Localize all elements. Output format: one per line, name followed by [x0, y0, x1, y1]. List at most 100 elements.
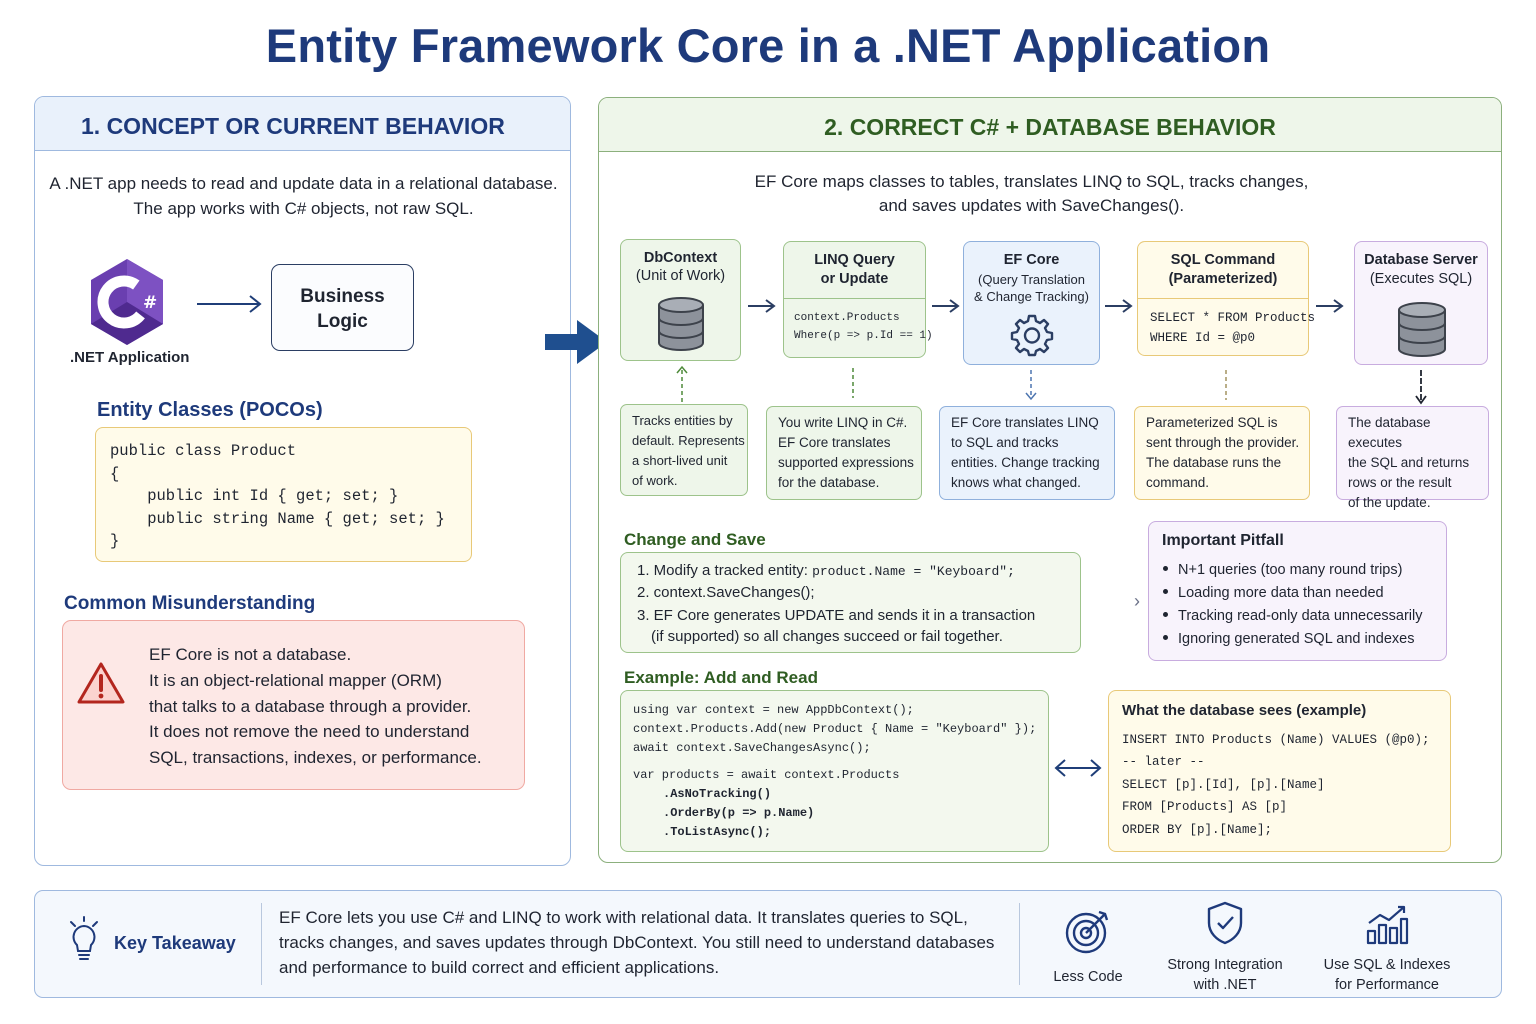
divider	[1138, 298, 1308, 299]
feature-label: with .NET	[1193, 977, 1257, 993]
desc-line: EF Core translates LINQ	[951, 415, 1099, 430]
warning-icon	[77, 662, 125, 704]
code-line: public class Product	[110, 442, 297, 460]
flow-node-code: WHERE Id = @p0	[1150, 331, 1256, 345]
flow-node-subtitle-text: (Parameterized)	[1168, 271, 1278, 287]
flow-node-subtitle: or Update	[784, 270, 925, 289]
flow-node-subtitle: & Change Tracking)	[974, 289, 1089, 304]
pitfall-item: Tracking read-only data unnecessarily	[1163, 606, 1422, 626]
flow-node-dbcontext: DbContext (Unit of Work)	[620, 239, 741, 361]
code-line: {	[110, 464, 120, 483]
down-dashed-arrow-icon	[1025, 370, 1037, 401]
flow-desc-dbcontext: Tracks entities by default. Represents a…	[620, 404, 748, 496]
code-line: var products = await context.Products	[633, 768, 900, 782]
code-line: ORDER BY [p].[Name];	[1122, 823, 1273, 837]
concept-intro-line: The app works with C# objects, not raw S…	[133, 199, 474, 218]
divider	[261, 903, 262, 985]
behavior-intro-line: EF Core maps classes to tables, translat…	[754, 172, 1309, 191]
flow-desc-linq: You write LINQ in C#. EF Core translates…	[766, 406, 922, 500]
pitfall-item-text: Tracking read-only data unnecessarily	[1178, 608, 1423, 624]
flow-node-title-text: SQL Command	[1170, 252, 1276, 268]
pitfall-item-text: Loading more data than needed	[1178, 585, 1384, 601]
text-line: It is an object-relational mapper (ORM)	[149, 670, 442, 690]
behavior-intro: EF Core maps classes to tables, translat…	[599, 170, 1464, 218]
business-logic-line: Business	[300, 286, 385, 307]
takeaway-line: EF Core lets you use C# and LINQ to work…	[279, 908, 968, 927]
code-line: await context.SaveChangesAsync();	[633, 741, 871, 755]
step-text: 1. Modify a tracked entity:	[637, 562, 813, 579]
desc-line: You write LINQ in C#.	[778, 415, 908, 430]
bullet-icon	[1163, 565, 1168, 571]
desc-line: for the database.	[778, 475, 880, 490]
target-icon	[1065, 910, 1109, 954]
example-title: Example: Add and Read	[624, 668, 818, 687]
behavior-panel-header: 2. CORRECT C# + DATABASE BEHAVIOR	[599, 98, 1501, 152]
pitfall-box: Important Pitfall N+1 queries (too many …	[1148, 521, 1447, 661]
behavior-panel: 2. CORRECT C# + DATABASE BEHAVIOR EF Cor…	[598, 97, 1502, 863]
flow-desc-efcore: EF Core translates LINQ to SQL and track…	[939, 406, 1115, 500]
flow-node-database-server: Database Server (Executes SQL)	[1354, 241, 1488, 365]
divider	[1019, 903, 1020, 985]
business-logic-box: Business Logic	[271, 264, 414, 351]
flow-node-title: EF Core	[964, 251, 1099, 270]
change-save-title: Change and Save	[624, 530, 766, 549]
down-dashed-line-icon	[1225, 370, 1227, 400]
behavior-intro-line: and saves updates with SaveChanges().	[878, 196, 1185, 215]
right-arrow-icon	[1105, 299, 1133, 313]
flow-node-title: Database Server	[1355, 251, 1487, 270]
database-sees-title: What the database sees (example)	[1122, 702, 1367, 719]
flow-node-title-text: Database Server	[1364, 252, 1478, 268]
text-line: that talks to a database through a provi…	[149, 696, 472, 716]
flow-node-title-text: EF Core	[1003, 252, 1060, 268]
right-arrow-icon	[748, 299, 776, 313]
feature-label: Use SQL & Indexes	[1323, 957, 1451, 973]
shield-check-icon	[1207, 901, 1243, 945]
dotnet-app-label: .NET Application	[70, 349, 190, 366]
gear-icon	[1010, 314, 1054, 357]
feature-label: for Performance	[1335, 977, 1439, 993]
change-step-1: 1. Modify a tracked entity: product.Name…	[637, 560, 1015, 584]
svg-text:#: #	[143, 293, 157, 313]
desc-line: of the update.	[1348, 495, 1431, 510]
desc-line: entities. Change tracking	[951, 455, 1100, 470]
takeaway-line: and performance to build correct and eff…	[279, 958, 720, 977]
pitfall-title: Important Pitfall	[1162, 532, 1284, 549]
code-line: context.Products.Add(new Product { Name …	[633, 722, 1037, 736]
step-code: product.Name = "Keyboard";	[812, 564, 1015, 579]
desc-line: the SQL and returns	[1348, 455, 1470, 470]
key-takeaway-text: EF Core lets you use C# and LINQ to work…	[279, 905, 1009, 980]
entity-classes-title: Entity Classes (POCOs)	[97, 399, 323, 421]
bullet-icon	[1163, 634, 1168, 640]
change-step-2: 2. context.SaveChanges();	[637, 584, 815, 601]
flow-node-title: SQL Command	[1138, 251, 1308, 270]
desc-line: EF Core translates	[778, 435, 891, 450]
pitfall-item: Ignoring generated SQL and indexes	[1163, 629, 1414, 649]
desc-line: command.	[1146, 475, 1210, 490]
feature-performance: Use SQL & Indexes for Performance	[1315, 903, 1459, 995]
flow-node-sql-command: SQL Command (Parameterized) SELECT * FRO…	[1137, 241, 1315, 356]
feature-less-code: Less Code	[1038, 907, 1138, 987]
database-icon	[1398, 302, 1446, 357]
bullet-icon	[1163, 611, 1168, 617]
desc-line: rows or the result	[1348, 475, 1452, 490]
text-line: It does not remove the need to understan…	[149, 722, 470, 742]
example-code-block: using var context = new AppDbContext(); …	[620, 690, 1049, 852]
bar-chart-icon	[1366, 905, 1409, 945]
concept-intro: A .NET app needs to read and update data…	[35, 171, 572, 221]
flow-node-title: DbContext	[621, 249, 740, 268]
flow-node-code: context.Products	[794, 312, 900, 324]
flow-node-subtitle: (Parameterized)	[1138, 270, 1308, 289]
page-title: Entity Framework Core in a .NET Applicat…	[265, 19, 1271, 72]
code-line: public string Name { get; set; }	[110, 509, 445, 528]
desc-line: a short-lived unit	[632, 453, 728, 468]
text-line: SQL, transactions, indexes, or performan…	[149, 748, 482, 768]
flow-node-efcore: EF Core (Query Translation & Change Trac…	[963, 241, 1100, 365]
key-takeaway-label: Key Takeaway	[114, 933, 236, 953]
csharp-logo-icon: #	[91, 259, 163, 345]
entity-code-block: public class Product { public int Id { g…	[95, 427, 472, 562]
change-save-box: 1. Modify a tracked entity: product.Name…	[620, 552, 1081, 653]
flow-node-subtitle-text: or Update	[820, 271, 889, 287]
desc-line: Parameterized SQL is	[1146, 415, 1278, 430]
flow-node-title: LINQ Query	[784, 251, 925, 270]
right-arrow-icon	[1316, 299, 1344, 313]
